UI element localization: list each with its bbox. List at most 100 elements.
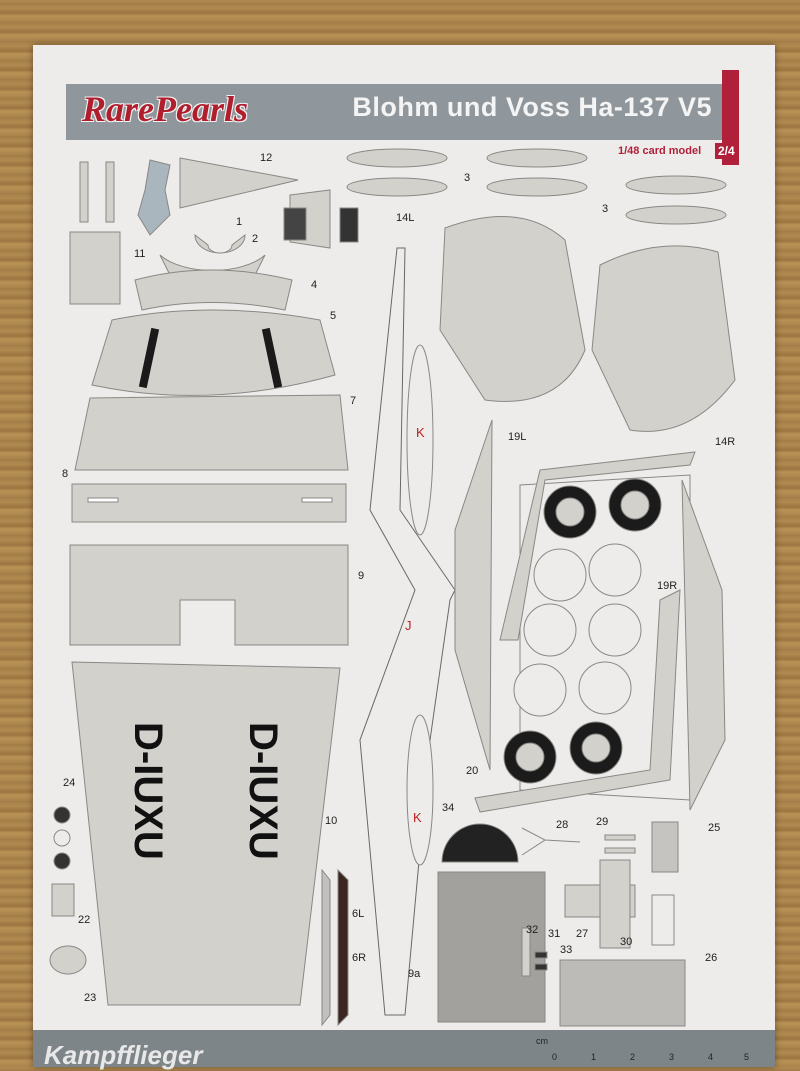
part-33-a xyxy=(534,951,548,959)
part-5-stripe-r xyxy=(261,327,283,389)
part-19l-shape xyxy=(499,451,696,641)
part-hood-grille xyxy=(339,207,359,243)
label-part-9: 9 xyxy=(358,570,365,582)
part-6l-shape xyxy=(321,868,331,1027)
part-3-e xyxy=(625,175,727,195)
label-part-32: 32 xyxy=(526,924,539,936)
part-k-lower xyxy=(406,714,434,866)
part-14l-shape xyxy=(439,215,586,402)
part-32-shape xyxy=(521,927,531,977)
label-part-12: 12 xyxy=(260,152,273,164)
scale-label: 1/48 card model xyxy=(618,145,702,157)
label-part-30: 30 xyxy=(620,936,633,948)
wheel-1-hub xyxy=(555,497,585,527)
part-3-f xyxy=(625,205,727,225)
label-part-26: 26 xyxy=(705,952,718,964)
label-part-19l: 19L xyxy=(508,431,527,443)
accent-bar xyxy=(722,70,739,165)
part-strut-right xyxy=(681,479,726,811)
label-part-20: 20 xyxy=(466,765,479,777)
model-title: Blohm und Voss Ha-137 V5 xyxy=(352,92,712,122)
marker-j: J xyxy=(405,618,412,633)
ruler-tick-2: 2 xyxy=(630,1052,636,1062)
disc-5 xyxy=(513,663,567,717)
label-part-7: 7 xyxy=(350,395,357,407)
label-part-23: 23 xyxy=(84,992,97,1004)
part-strip-a xyxy=(79,161,89,223)
label-part-8: 8 xyxy=(62,468,69,480)
part-3-a xyxy=(346,148,448,168)
disc-4 xyxy=(588,603,642,657)
part-3-b xyxy=(346,177,448,197)
part-6r-shape xyxy=(337,868,349,1027)
disc-6 xyxy=(578,661,632,715)
label-part-1: 1 xyxy=(236,216,243,228)
part-29-a xyxy=(604,834,636,841)
ruler-tick-4: 4 xyxy=(708,1052,714,1062)
part-3-c xyxy=(486,148,588,168)
part-5-stripe-l xyxy=(138,327,160,389)
wheel-4-hub xyxy=(581,733,611,763)
part-11-shape xyxy=(137,159,171,236)
part-24-c xyxy=(53,852,71,870)
wheel-3-hub xyxy=(515,742,545,772)
label-part-14r: 14R xyxy=(715,436,736,448)
wheel-2-hub xyxy=(620,490,650,520)
marker-k-upper: K xyxy=(416,425,425,440)
label-part-29: 29 xyxy=(596,816,609,828)
ruler-unit: cm xyxy=(536,1036,548,1046)
part-22-shape xyxy=(51,883,75,917)
registration-left: D-IUXU xyxy=(126,722,170,860)
part-panel-left xyxy=(69,231,121,305)
part-24-b xyxy=(53,829,71,847)
part-29-b xyxy=(604,847,636,854)
part-4-shape xyxy=(134,269,293,311)
header-band xyxy=(66,84,722,140)
part-26-shape xyxy=(559,959,686,1027)
label-part-34: 34 xyxy=(442,802,455,814)
label-part-24: 24 xyxy=(63,777,76,789)
label-part-3b: 3 xyxy=(602,203,609,215)
ruler-tick-1: 1 xyxy=(591,1052,597,1062)
part-27b-shape xyxy=(599,859,631,949)
label-part-31: 31 xyxy=(548,928,561,940)
part-12-shape xyxy=(179,157,299,209)
marker-k-lower: K xyxy=(413,810,422,825)
disc-1 xyxy=(533,548,587,602)
part-8-shape xyxy=(71,483,347,523)
part-1-shape xyxy=(194,233,246,254)
disc-2 xyxy=(588,543,642,597)
part-30-shape xyxy=(651,894,675,946)
part-3-d xyxy=(486,177,588,197)
part-8-slot-l xyxy=(87,497,119,503)
part-14r-shape xyxy=(591,245,736,432)
label-part-25: 25 xyxy=(708,822,721,834)
registration-right: D-IUXU xyxy=(241,722,285,860)
label-part-3: 3 xyxy=(464,172,471,184)
part-7-shape xyxy=(74,394,349,471)
label-part-9a: 9a xyxy=(408,968,421,980)
label-part-11: 11 xyxy=(134,248,146,260)
part-hood-dark xyxy=(283,207,307,241)
part-strip-b xyxy=(105,161,115,223)
label-part-28: 28 xyxy=(556,819,569,831)
ruler-tick-3: 3 xyxy=(669,1052,675,1062)
footer-band xyxy=(33,1030,775,1067)
ruler-tick-5: 5 xyxy=(744,1052,750,1062)
label-part-6r: 6R xyxy=(352,952,367,964)
part-33-b xyxy=(534,963,548,971)
part-28-shape xyxy=(521,827,581,856)
part-23-shape xyxy=(49,945,87,975)
part-5-shape xyxy=(91,309,336,396)
part-24-a xyxy=(53,806,71,824)
part-9-shape xyxy=(69,544,349,646)
part-25-panel xyxy=(651,821,679,873)
part-10-shape xyxy=(71,661,341,1006)
part-k-upper xyxy=(406,344,434,536)
label-part-4: 4 xyxy=(311,279,318,291)
part-strut-left xyxy=(454,419,493,771)
label-part-22: 22 xyxy=(78,914,91,926)
disc-3 xyxy=(523,603,577,657)
label-part-2: 2 xyxy=(252,233,259,245)
